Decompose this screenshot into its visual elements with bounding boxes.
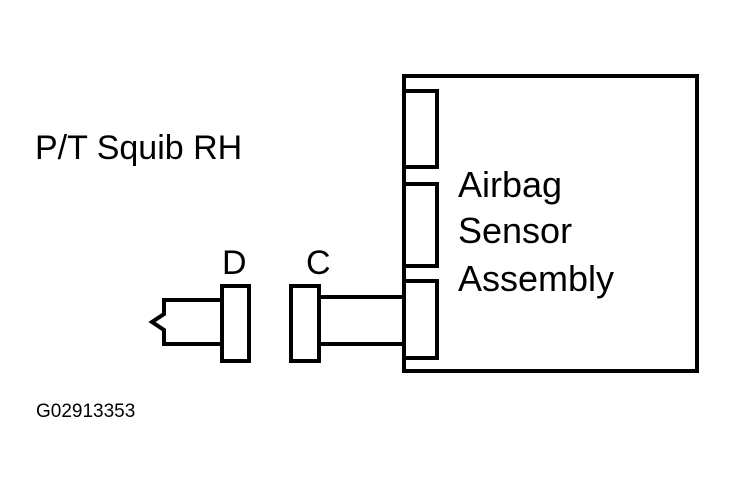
figure-code: G02913353 [36,401,135,422]
assembly-terminal-lower [402,279,439,360]
assembly-label-line-2: Sensor [458,210,572,251]
connector-c-label: C [306,244,331,282]
connector-d-label: D [222,244,247,282]
connector-c-body [289,284,321,363]
assembly-label-line-3: Assembly [458,258,614,299]
assembly-terminal-upper [402,89,439,169]
assembly-terminal-middle [402,182,439,268]
connector-d-body [220,284,251,363]
assembly-label-line-1: Airbag [458,164,562,205]
component-title: P/T Squib RH [35,129,242,167]
squib-lead-wires [148,298,222,346]
